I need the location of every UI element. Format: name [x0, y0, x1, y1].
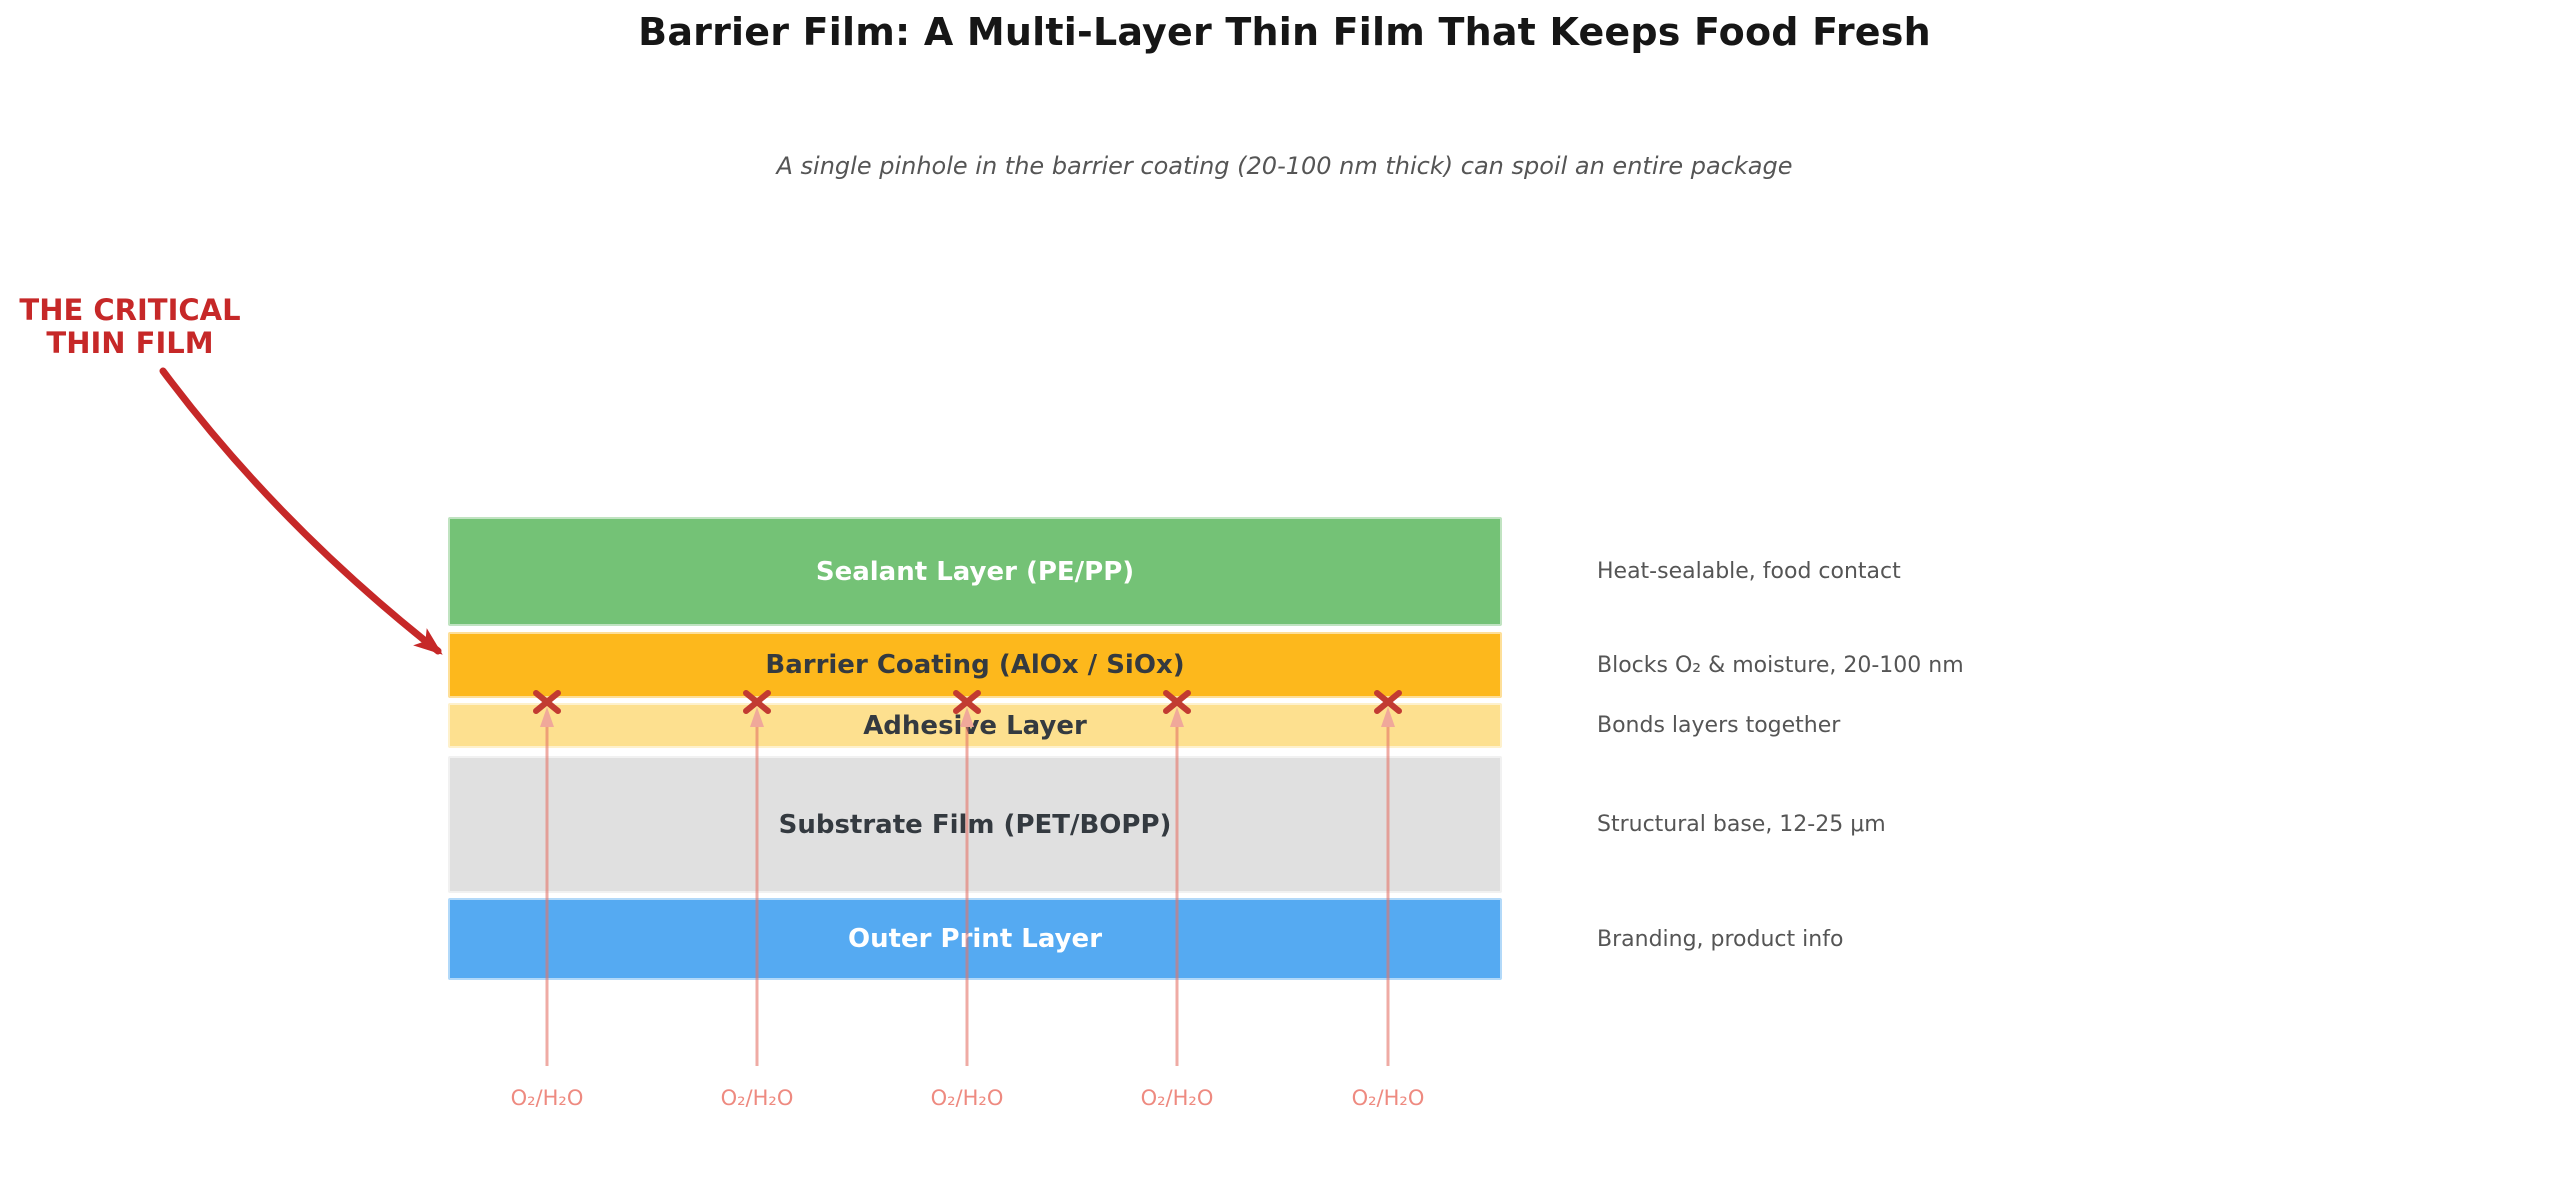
layer-barrier-coating: Barrier Coating (AlOx / SiOx)	[448, 632, 1502, 698]
gas-label: O₂/H₂O	[720, 1086, 794, 1110]
annotation-outer-print: Branding, product info	[1597, 898, 2417, 980]
gas-label: O₂/H₂O	[1140, 1086, 1214, 1110]
layer-substrate-label: Substrate Film (PET/BOPP)	[778, 809, 1172, 840]
annotation-substrate: Structural base, 12-25 μm	[1597, 756, 2417, 893]
critical-thin-film-callout: THE CRITICAL THIN FILM	[19, 293, 241, 360]
layer-sealant-label: Sealant Layer (PE/PP)	[815, 556, 1135, 587]
gas-label: O₂/H₂O	[1351, 1086, 1425, 1110]
annotation-sealant: Heat-sealable, food contact	[1597, 517, 2417, 626]
layer-adhesive: Adhesive Layer	[448, 703, 1502, 748]
callout-arrow	[159, 367, 443, 655]
layer-barrier-coating-label: Barrier Coating (AlOx / SiOx)	[765, 650, 1185, 680]
gas-label: O₂/H₂O	[510, 1086, 584, 1110]
annotation-substrate-text: Structural base, 12-25 μm	[1597, 812, 1886, 837]
layer-outer-print-label: Outer Print Layer	[847, 924, 1103, 954]
layer-adhesive-label: Adhesive Layer	[863, 710, 1087, 741]
layer-annotations: Heat-sealable, food contact Blocks O₂ & …	[1597, 517, 2417, 980]
annotation-outer-print-text: Branding, product info	[1597, 926, 1844, 952]
layer-stack: Sealant Layer (PE/PP) Barrier Coating (A…	[448, 517, 1502, 980]
annotation-barrier-coating-text: Blocks O₂ & moisture, 20-100 nm	[1597, 652, 1964, 678]
annotation-adhesive: Bonds layers together	[1597, 703, 2417, 748]
layer-outer-print: Outer Print Layer	[448, 898, 1502, 980]
annotation-adhesive-text: Bonds layers together	[1597, 713, 1841, 738]
page-subtitle: A single pinhole in the barrier coating …	[776, 152, 1793, 180]
layer-substrate: Substrate Film (PET/BOPP)	[448, 756, 1502, 893]
page-title: Barrier Film: A Multi-Layer Thin Film Th…	[638, 10, 1931, 54]
annotation-sealant-text: Heat-sealable, food contact	[1597, 559, 1901, 584]
layer-sealant: Sealant Layer (PE/PP)	[448, 517, 1502, 626]
gas-label: O₂/H₂O	[930, 1086, 1004, 1110]
annotation-barrier-coating: Blocks O₂ & moisture, 20-100 nm	[1597, 632, 2417, 698]
